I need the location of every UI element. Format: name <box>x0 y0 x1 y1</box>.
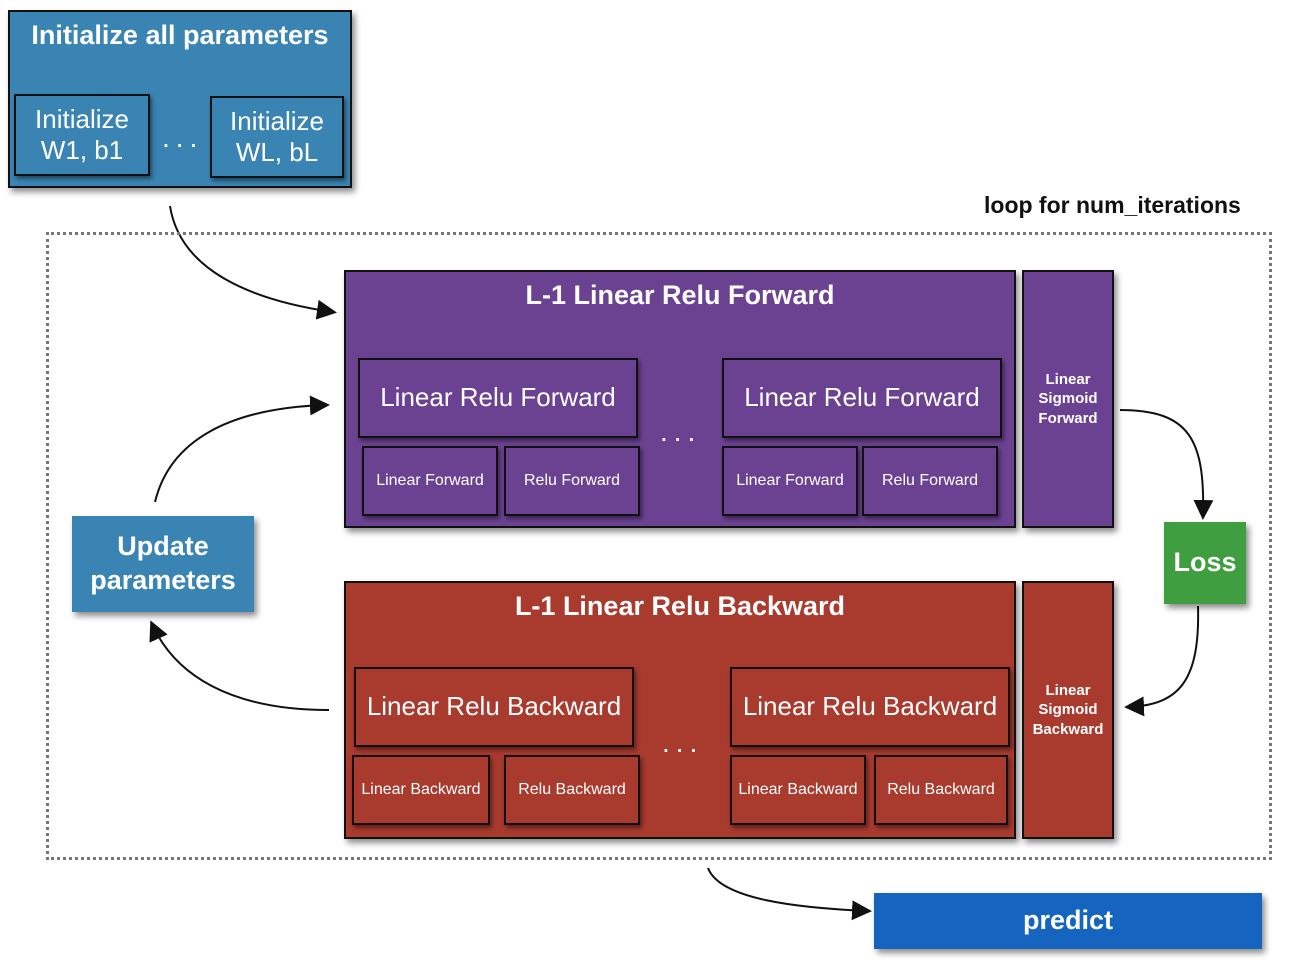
forward-linear-last: Linear Forward <box>722 446 858 516</box>
update-parameters-box: Update parameters <box>72 516 254 612</box>
backward-block-last-label: Linear Relu Backward <box>742 691 998 722</box>
sigmoid-forward-box: Linear Sigmoid Forward <box>1022 270 1114 528</box>
arrow-update-to-forward <box>154 395 330 503</box>
forward-relu-first-label: Relu Forward <box>523 472 621 489</box>
backward-linear-first: Linear Backward <box>352 755 490 825</box>
predict-label: predict <box>1022 905 1114 936</box>
initialize-first-layer-label: Initialize W1, b1 <box>35 103 129 165</box>
forward-group: L-1 Linear Relu Forward Linear Relu Forw… <box>344 270 1016 528</box>
forward-linear-last-label: Linear Forward <box>736 472 844 489</box>
initialize-parameters-box: Initialize all parameters Initialize W1,… <box>8 10 352 188</box>
forward-relu-last: Relu Forward <box>862 446 998 516</box>
backward-block-last: Linear Relu Backward <box>730 667 1010 747</box>
forward-block-last: Linear Relu Forward <box>722 358 1002 438</box>
forward-block-last-label: Linear Relu Forward <box>744 382 980 413</box>
arrow-loop-to-predict <box>707 867 872 921</box>
backward-linear-last-label: Linear Backward <box>738 781 858 798</box>
initialize-last-layer-label: Initialize WL, bL <box>230 105 324 167</box>
backward-relu-first-label: Relu Backward <box>518 781 626 798</box>
update-parameters-label: Update parameters <box>90 531 236 595</box>
loss-box: Loss <box>1164 522 1246 604</box>
forward-relu-first: Relu Forward <box>504 446 640 516</box>
arrow-sigmoid-forward-to-loss <box>1119 409 1214 520</box>
initialize-first-layer: Initialize W1, b1 <box>14 94 150 176</box>
loop-region <box>46 232 1272 860</box>
backward-group: L-1 Linear Relu Backward Linear Relu Bac… <box>344 581 1016 839</box>
forward-block-first: Linear Relu Forward <box>358 358 638 438</box>
backward-ellipsis: ... <box>662 727 704 758</box>
initialize-ellipsis: ... <box>162 122 204 153</box>
forward-ellipsis: ... <box>660 416 702 447</box>
backward-relu-first: Relu Backward <box>504 755 640 825</box>
sigmoid-forward-label: Linear Sigmoid Forward <box>1038 370 1098 427</box>
backward-block-first-label: Linear Relu Backward <box>366 691 622 722</box>
backward-relu-last: Relu Backward <box>874 755 1008 825</box>
loop-label: loop for num_iterations <box>984 192 1241 218</box>
initialize-parameters-title: Initialize all parameters <box>31 20 329 50</box>
backward-linear-first-label: Linear Backward <box>361 781 481 798</box>
forward-group-title: L-1 Linear Relu Forward <box>525 280 835 310</box>
forward-relu-last-label: Relu Forward <box>881 472 979 489</box>
forward-linear-first: Linear Forward <box>362 446 498 516</box>
arrow-loss-to-sigmoid-backward <box>1124 605 1200 717</box>
sigmoid-backward-label: Linear Sigmoid Backward <box>1032 681 1104 738</box>
backward-block-first: Linear Relu Backward <box>354 667 634 747</box>
backward-linear-last: Linear Backward <box>730 755 866 825</box>
forward-block-first-label: Linear Relu Forward <box>380 382 616 413</box>
initialize-last-layer: Initialize WL, bL <box>210 96 344 178</box>
forward-linear-first-label: Linear Forward <box>376 472 484 489</box>
sigmoid-backward-box: Linear Sigmoid Backward <box>1022 581 1114 839</box>
predict-box: predict <box>874 893 1262 949</box>
arrow-backward-to-update <box>149 620 330 711</box>
loss-label: Loss <box>1173 547 1237 578</box>
backward-relu-last-label: Relu Backward <box>887 781 995 798</box>
arrow-init-to-forward <box>169 205 337 320</box>
backward-group-title: L-1 Linear Relu Backward <box>514 591 846 621</box>
